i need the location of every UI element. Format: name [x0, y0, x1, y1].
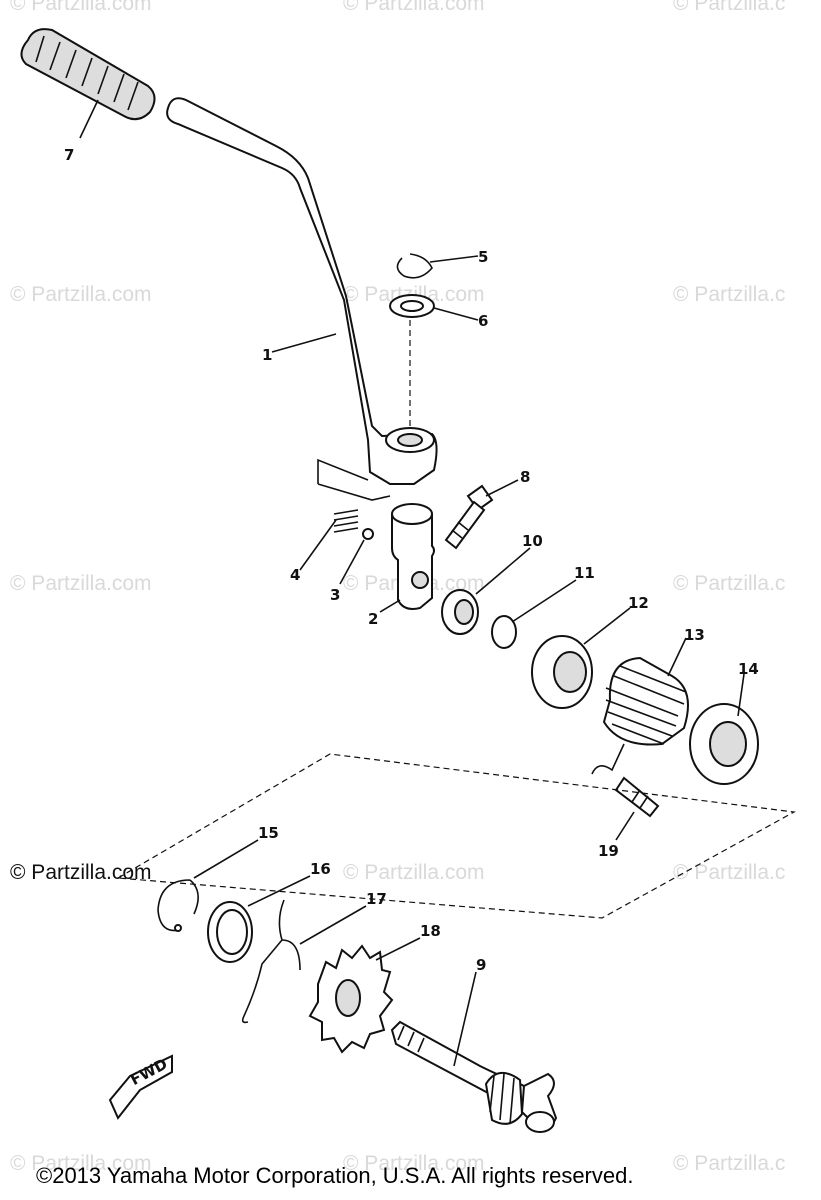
- watermark: © Partzilla.com: [343, 861, 485, 884]
- callout-3: 3: [330, 586, 340, 604]
- callouts: 7 1 4 3 2 5 6 8 10 11 12 13 14 19 15 16 …: [64, 146, 759, 974]
- callout-19: 19: [598, 842, 619, 860]
- kick-lever[interactable]: [166, 97, 438, 485]
- spring-cover-12[interactable]: [531, 635, 593, 709]
- watermark: © Partzilla.c: [673, 1152, 786, 1175]
- watermark: © Partzilla.com: [10, 0, 152, 15]
- torsion-spring-13[interactable]: [591, 656, 689, 775]
- callout-18: 18: [420, 922, 441, 940]
- bolt-8[interactable]: [444, 484, 494, 550]
- callout-9: 9: [476, 956, 486, 974]
- grip[interactable]: [20, 28, 156, 121]
- watermark: © Partzilla.com: [10, 1152, 152, 1175]
- callout-6: 6: [478, 312, 488, 330]
- callout-13: 13: [684, 626, 705, 644]
- callout-10: 10: [522, 532, 543, 550]
- watermark: © Partzilla.com: [10, 283, 152, 306]
- washer-16[interactable]: [207, 901, 253, 963]
- leader-lines: [79, 99, 745, 1067]
- oil-seal-10[interactable]: [441, 589, 479, 635]
- watermark: © Partzilla.c: [673, 572, 786, 595]
- callout-5: 5: [478, 248, 488, 266]
- kick-boss[interactable]: [391, 503, 435, 610]
- fwd-arrow-icon: FWD: [108, 1054, 173, 1120]
- watermark: © Partzilla.com: [343, 1152, 485, 1175]
- kick-shaft-9[interactable]: [390, 1020, 558, 1133]
- copyright-notice: ©2013 Yamaha Motor Corporation, U.S.A. A…: [36, 1163, 634, 1188]
- washer-6[interactable]: [389, 294, 435, 318]
- callout-4: 4: [290, 566, 300, 584]
- ball-3[interactable]: [362, 528, 374, 540]
- callout-11: 11: [574, 564, 595, 582]
- watermark: © Partzilla.c: [673, 861, 786, 884]
- callout-14: 14: [738, 660, 759, 678]
- pin-19[interactable]: [614, 776, 660, 818]
- callout-2: 2: [368, 610, 378, 628]
- callout-8: 8: [520, 468, 530, 486]
- watermark: © Partzilla.c: [673, 283, 786, 306]
- spring-guide-14[interactable]: [689, 703, 759, 785]
- watermark: © Partzilla.com: [10, 572, 152, 595]
- circlip-15[interactable]: [157, 879, 199, 932]
- callout-1: 1: [262, 346, 272, 364]
- spring-4[interactable]: [333, 509, 359, 533]
- watermark: © Partzilla.c: [673, 0, 786, 15]
- callout-12: 12: [628, 594, 649, 612]
- callout-15: 15: [258, 824, 279, 842]
- watermark: © Partzilla.com: [343, 0, 485, 15]
- watermark-main: © Partzilla.com: [10, 861, 152, 884]
- circlip-5[interactable]: [396, 253, 433, 279]
- clip-17[interactable]: [241, 899, 301, 1024]
- kick-gear-18[interactable]: [308, 944, 394, 1054]
- circlip-11[interactable]: [491, 615, 517, 649]
- callout-16: 16: [310, 860, 331, 878]
- callout-17: 17: [366, 890, 387, 908]
- callout-7: 7: [64, 146, 74, 164]
